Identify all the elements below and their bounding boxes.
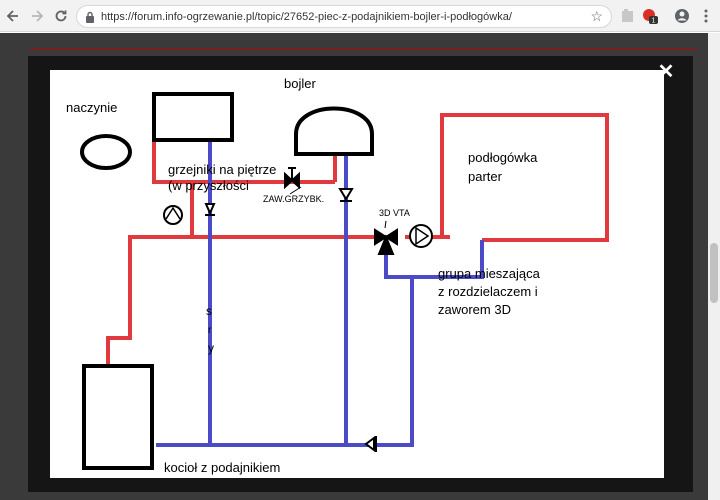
scrollbar[interactable] <box>708 33 720 500</box>
label-stray-y: y <box>208 341 214 355</box>
label-grupa-3: zaworem 3D <box>438 302 511 317</box>
check-valve-boiler-icon <box>338 188 354 202</box>
furnace-box <box>82 364 154 470</box>
browser-toolbar: https://forum.info-ogrzewanie.pl/topic/2… <box>0 0 720 32</box>
label-naczynie: naczynie <box>66 100 117 115</box>
pump-right-icon <box>409 224 433 248</box>
radiator-box <box>152 92 234 142</box>
label-kociol: kocioł z podajnikiem <box>164 460 280 475</box>
heating-diagram: naczynie bojler grzejniki na piętrze (w … <box>66 76 609 475</box>
pump-left-icon <box>163 205 183 225</box>
label-zaw-grzybk: ZAW.GRZYBK. <box>263 194 324 204</box>
label-stray-r: r <box>208 325 212 336</box>
extension-badge-icon[interactable]: 1 <box>642 8 658 24</box>
extension-badge-count: 1 <box>652 18 656 25</box>
scrollbar-thumb[interactable] <box>710 243 718 303</box>
label-podlogowka-1: podłogówka <box>468 150 538 165</box>
vta-leader-line <box>384 220 387 229</box>
mushroom-valve-icon <box>284 167 300 190</box>
boiler-tank <box>294 106 374 156</box>
diagram-image: naczynie bojler grzejniki na piętrze (w … <box>50 70 664 478</box>
label-grzejniki-2: (w przyszłości <box>168 178 249 193</box>
extension-puzzle-icon[interactable] <box>620 8 636 24</box>
label-grzejniki-1: grzejniki na piętrze <box>168 162 276 177</box>
reload-icon[interactable] <box>50 5 72 27</box>
check-valve-return-icon <box>364 436 377 452</box>
label-podlogowka-2: parter <box>468 169 503 184</box>
label-stray-s: s <box>206 304 212 318</box>
bookmark-star-icon[interactable]: ☆ <box>590 8 603 24</box>
return-pipes <box>156 140 484 447</box>
menu-dots-icon[interactable] <box>698 8 714 24</box>
page-divider <box>30 48 697 50</box>
label-3d-vta: 3D VTA <box>379 208 410 218</box>
expansion-vessel <box>80 134 132 170</box>
account-icon[interactable] <box>674 8 690 24</box>
back-icon[interactable] <box>2 5 24 27</box>
check-valve-radiator-icon <box>204 203 216 216</box>
three-way-valve-icon <box>374 228 398 255</box>
valve-leader-line <box>289 186 302 195</box>
lock-icon <box>86 11 94 23</box>
label-grupa-2: z rozdzielaczem i <box>438 284 538 299</box>
forward-icon[interactable] <box>26 5 48 27</box>
url-text: https://forum.info-ogrzewanie.pl/topic/2… <box>101 10 512 23</box>
address-bar[interactable]: https://forum.info-ogrzewanie.pl/topic/2… <box>76 5 612 28</box>
label-bojler: bojler <box>284 76 316 91</box>
label-grupa-1: grupa mieszająca <box>438 266 541 281</box>
